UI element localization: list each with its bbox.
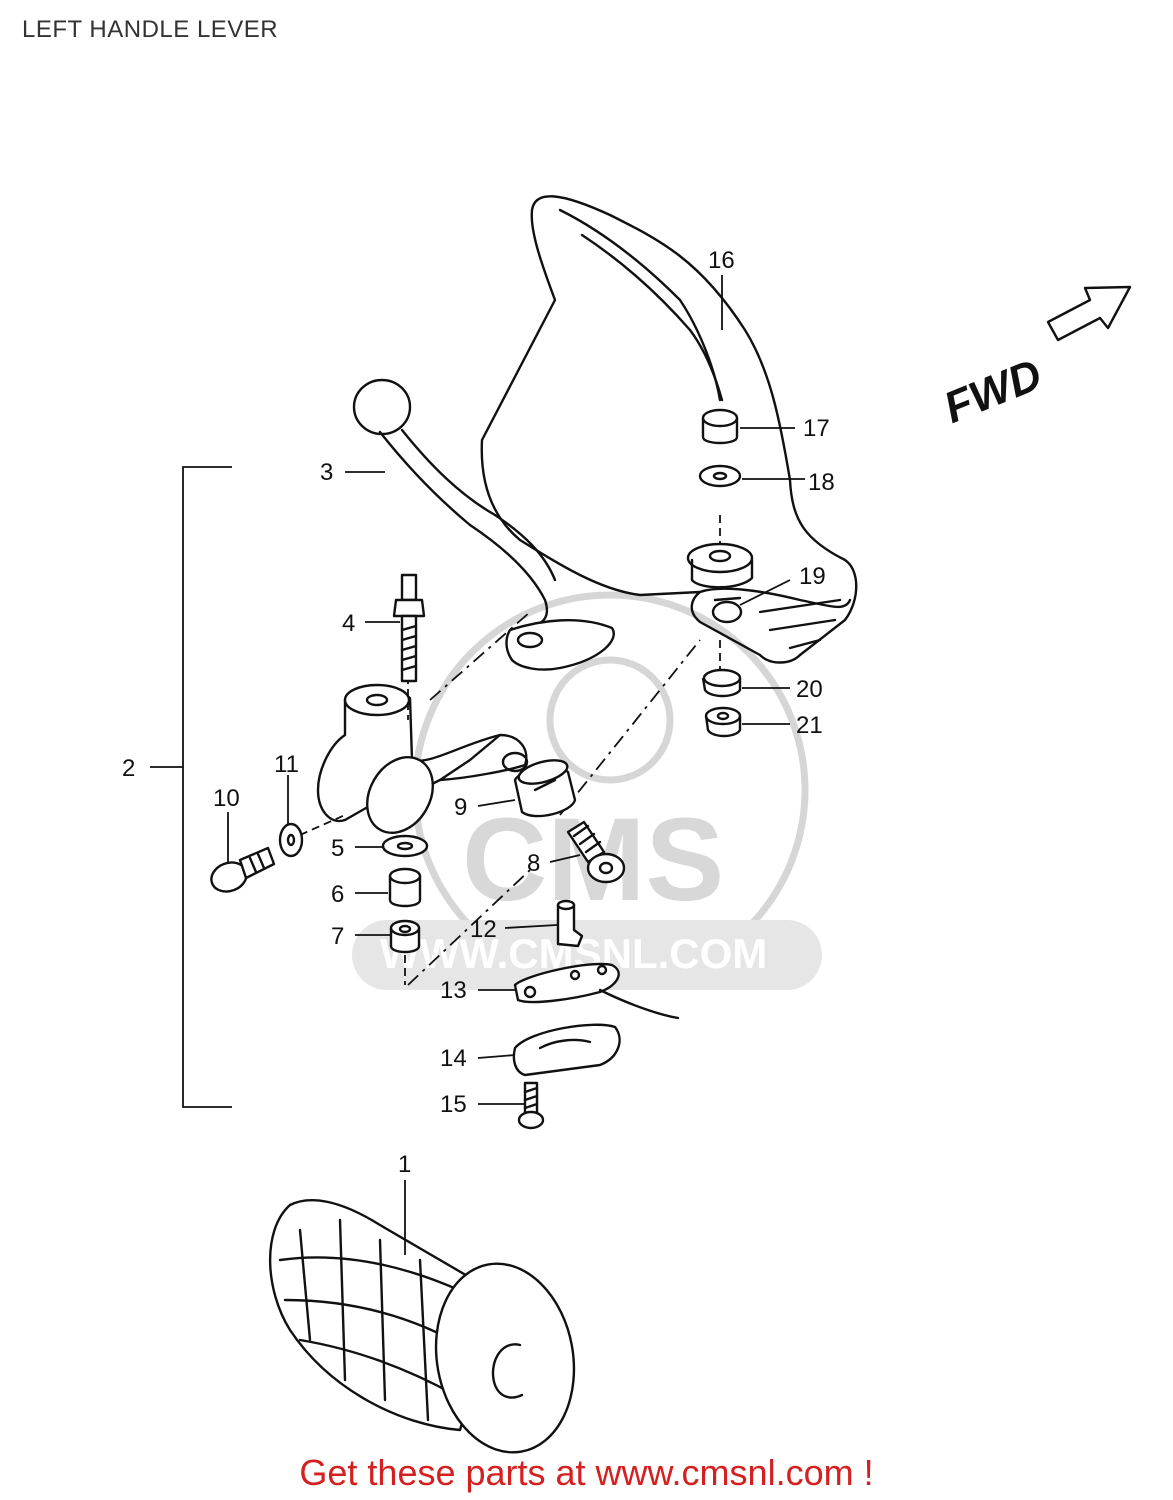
- callout-6: 6: [331, 881, 344, 908]
- collar-6: [388, 867, 422, 908]
- callout-15: 15: [440, 1091, 467, 1118]
- callout-3: 3: [320, 459, 333, 486]
- washer-18: [698, 464, 742, 488]
- callout-numbers: 1 2 3 4 5 6 7 8 9 10 11 12 13 14 15 16 1…: [122, 247, 835, 1178]
- callout-2: 2: [122, 755, 135, 782]
- pivot-bolt: [210, 846, 276, 893]
- plate-13: [513, 962, 680, 1020]
- callout-18: 18: [808, 469, 835, 496]
- screw-15: [517, 1081, 545, 1130]
- assembly-bracket: [150, 466, 232, 1108]
- callout-7: 7: [331, 923, 344, 950]
- callout-14: 14: [440, 1045, 467, 1072]
- cap-9: [513, 759, 577, 818]
- footer-link-text[interactable]: Get these parts at www.cmsnl.com !: [299, 1452, 874, 1493]
- callout-10: 10: [213, 785, 240, 812]
- washer-11: [278, 822, 304, 858]
- switch-12: [556, 899, 584, 948]
- nut-7: [389, 919, 421, 954]
- forward-arrow-icon: [1046, 285, 1132, 342]
- adjuster-bolt: [392, 573, 426, 683]
- callout-9: 9: [454, 794, 467, 821]
- callout-21: 21: [796, 712, 823, 739]
- callout-5: 5: [331, 835, 344, 862]
- handle-grip: [268, 1198, 576, 1454]
- page-title: LEFT HANDLE LEVER: [22, 16, 279, 43]
- forward-direction-indicator: FWD: [937, 285, 1132, 433]
- callout-1: 1: [398, 1151, 411, 1178]
- callout-11: 11: [274, 751, 299, 778]
- callout-12: 12: [470, 916, 497, 943]
- clamp-14: [512, 1023, 621, 1077]
- washer-5: [381, 834, 429, 858]
- callout-17: 17: [803, 415, 830, 442]
- nut-21: [704, 706, 742, 738]
- callout-20: 20: [796, 676, 823, 703]
- callout-leaders: [227, 275, 805, 1255]
- lever-holder: [316, 683, 529, 834]
- clutch-lever: [352, 378, 615, 671]
- nut-20: [701, 668, 742, 698]
- callout-19: 19: [799, 563, 826, 590]
- hand-guard: [480, 195, 858, 664]
- callout-4: 4: [342, 610, 355, 637]
- fwd-label: FWD: [937, 350, 1048, 433]
- watermark: CMS WWW.CMSNL.COM: [352, 591, 822, 990]
- bolt-8: [566, 820, 626, 884]
- nut-17: [701, 408, 739, 445]
- callout-16: 16: [708, 247, 735, 274]
- callout-8: 8: [527, 850, 540, 877]
- assembly-leaders: [299, 515, 721, 986]
- callout-13: 13: [440, 977, 467, 1004]
- bolt-19: [711, 596, 743, 624]
